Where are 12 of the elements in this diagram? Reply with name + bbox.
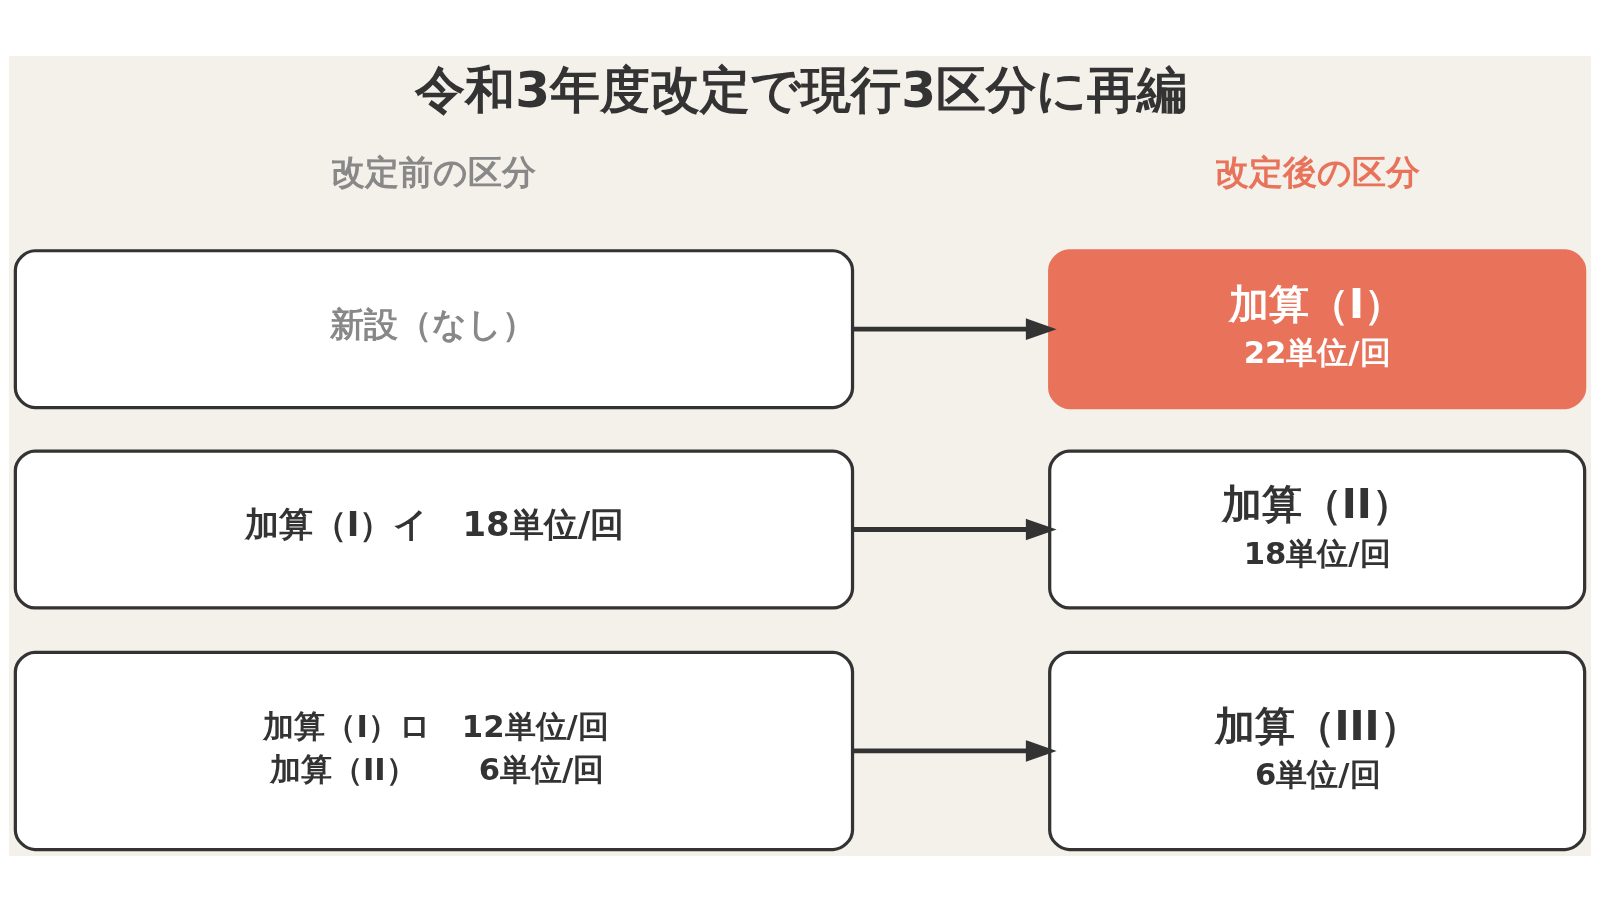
node-box: 加算（I）ロ 12単位/回 加算（II） 6単位/回 bbox=[13, 650, 855, 852]
node-box: 加算（II） 18単位/回 bbox=[1048, 449, 1587, 610]
label: 改定後の区分 bbox=[1214, 153, 1420, 193]
node-box: 加算（III） 6単位/回 bbox=[1048, 650, 1587, 852]
arrow bbox=[853, 318, 1057, 340]
arrow bbox=[853, 518, 1057, 541]
arrow bbox=[853, 740, 1057, 762]
node-box: 加算（I）イ 18単位/回 bbox=[13, 449, 855, 610]
label: 改定前の区分 bbox=[331, 153, 537, 193]
node-box: 新設（なし） bbox=[13, 249, 855, 410]
node-box: 加算（I） 22単位/回 bbox=[1048, 249, 1587, 410]
diagram-title: 令和3年度改定で現行3区分に再編 bbox=[415, 60, 1188, 120]
